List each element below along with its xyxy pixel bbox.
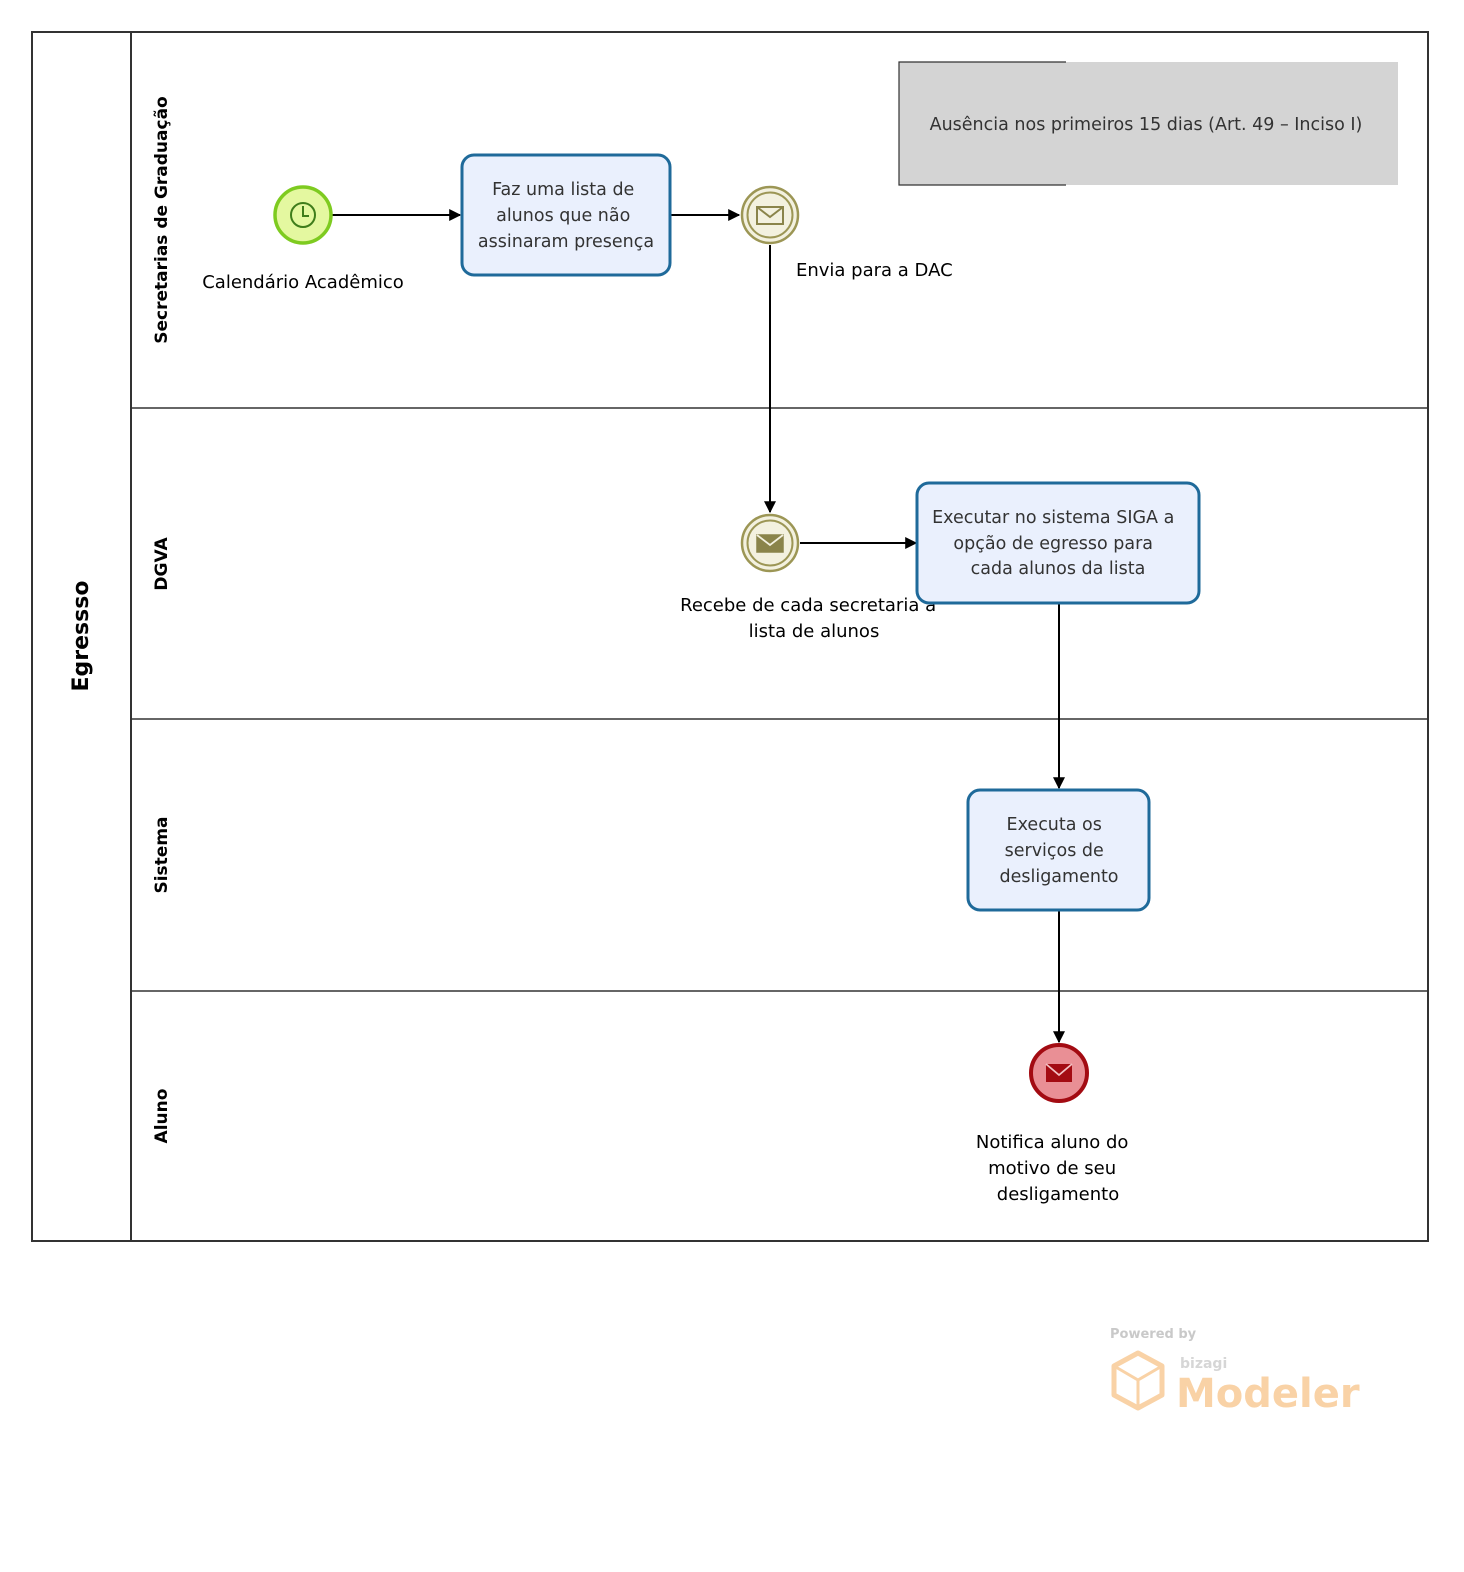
task-execute-siga[interactable]: Executar no sistema SIGA a opção de egre… [915, 481, 1201, 605]
bizagi-logo-icon [1111, 1350, 1165, 1411]
task-execute-services[interactable]: Executa os serviços de desligamento [966, 788, 1151, 912]
end-message-event[interactable] [1029, 1043, 1089, 1103]
task-label: Faz uma lista de alunos que não assinara… [478, 180, 654, 252]
lane-title-aluno: Aluno [152, 1089, 172, 1144]
task-box [460, 153, 672, 277]
task-label: Executa os serviços de desligamento [999, 815, 1118, 887]
task-box [915, 481, 1201, 605]
send-message-event[interactable] [740, 185, 800, 245]
pool-frame [31, 31, 1429, 1242]
pool-title: Egressso [69, 581, 94, 692]
receive-event-label-line: Recebe de cada secretaria a [680, 595, 936, 616]
end-event-label-line: motivo de seu [988, 1158, 1116, 1179]
task-label: Executar no sistema SIGA a opção de egre… [932, 508, 1180, 579]
pool: Egressso [31, 31, 1429, 1242]
task-label-line: serviços de [1005, 841, 1104, 861]
annotation-bracket [898, 61, 1066, 186]
send-event-label: Envia para a DAC [796, 260, 953, 281]
event-inner-ring [746, 191, 794, 239]
task-label-line: opção de egresso para [953, 534, 1153, 554]
watermark-product: Modeler [1176, 1371, 1360, 1417]
receive-event-label: Recebe de cada secretaria a lista de alu… [680, 595, 942, 642]
end-event-label-line: Notifica aluno do [976, 1132, 1129, 1153]
task-box [966, 788, 1151, 912]
event-inner-ring [746, 519, 794, 567]
end-event-label: Notifica aluno do motivo de seu desligam… [976, 1132, 1134, 1205]
sequence-flows [332, 209, 1065, 1044]
start-event-label: Calendário Acadêmico [202, 272, 404, 293]
task-label-line: alunos que não [496, 206, 630, 226]
lane-title-secretarias: Secretarias de Graduação [152, 96, 172, 343]
task-label-line: Executa os [1007, 815, 1102, 835]
task-label-line: cada alunos da lista [971, 559, 1146, 579]
watermark: Powered by bizagi Modeler [1110, 1327, 1360, 1417]
lane-title-dgva: DGVA [152, 537, 172, 591]
lane-title-sistema: Sistema [152, 816, 172, 893]
envelope-icon [756, 206, 784, 225]
task-label-line: Executar no sistema SIGA a [932, 508, 1174, 528]
receive-event-label-line: lista de alunos [749, 621, 880, 642]
envelope-filled-icon [1045, 1063, 1073, 1082]
watermark-brand: bizagi [1180, 1356, 1227, 1372]
envelope-filled-icon [756, 534, 784, 553]
task-label-line: Faz uma lista de [492, 180, 634, 200]
task-label-line: assinaram presença [478, 232, 654, 252]
start-timer-event[interactable] [273, 185, 333, 245]
clock-icon [290, 202, 316, 228]
end-event-label-line: desligamento [997, 1184, 1119, 1205]
receive-message-event[interactable] [740, 513, 800, 573]
annotation-box [899, 62, 1398, 185]
annotation-text: Ausência nos primeiros 15 dias (Art. 49 … [930, 115, 1363, 135]
task-make-list[interactable]: Faz uma lista de alunos que não assinara… [460, 153, 672, 277]
watermark-powered: Powered by [1110, 1327, 1197, 1342]
text-annotation[interactable]: Ausência nos primeiros 15 dias (Art. 49 … [898, 61, 1398, 186]
task-label-line: desligamento [999, 867, 1118, 887]
